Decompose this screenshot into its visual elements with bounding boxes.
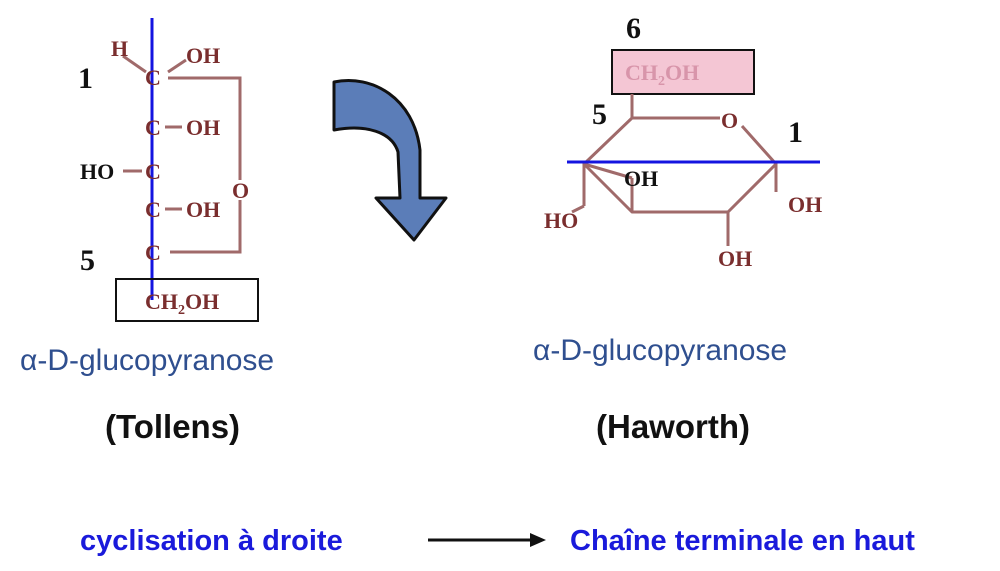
tollens-compound-name: α-D-glucopyranose <box>20 344 274 377</box>
haworth-ring-bonds <box>571 94 778 246</box>
haworth-c6-label: CH2OH <box>625 60 699 89</box>
tollens-projection-label: (Tollens) <box>105 408 240 445</box>
haworth-carbon-number-6: 6 <box>626 12 641 45</box>
tollens-c3-ho: HO <box>80 159 114 184</box>
tollens-c2: C <box>145 115 161 140</box>
tollens-c6-box <box>115 278 259 322</box>
haworth-c6-box <box>611 49 755 95</box>
haworth-ring-oxygen: O <box>721 108 738 133</box>
tollens-ring-oxygen: O <box>232 178 249 203</box>
tollens-c5: C <box>145 240 161 265</box>
haworth-carbon-number-1: 1 <box>788 116 803 149</box>
haworth-c2-oh: OH <box>718 246 752 271</box>
tollens-c4-oh: OH <box>186 197 220 222</box>
tollens-c1: C <box>145 65 161 90</box>
tollens-c4: C <box>145 197 161 222</box>
tollens-c3: C <box>145 159 161 184</box>
cyclisation-rule: cyclisation à droite Chaîne terminale en… <box>80 525 915 557</box>
tollens-c2-oh: OH <box>186 115 220 140</box>
haworth-projection-label: (Haworth) <box>596 408 750 445</box>
haworth-projection: CH2OH O OH HO OH OH 6 5 1 α-D-glucopyran… <box>533 12 822 445</box>
curved-down-arrow-icon <box>332 79 448 242</box>
haworth-c1-oh: OH <box>788 192 822 217</box>
haworth-carbon-number-5: 5 <box>592 98 607 131</box>
haworth-c4-oh-up: OH <box>624 166 658 191</box>
rule-left-text: cyclisation à droite <box>80 525 343 557</box>
haworth-compound-name: α-D-glucopyranose <box>533 334 787 367</box>
rule-right-text: Chaîne terminale en haut <box>570 525 915 557</box>
tollens-c1-h: H <box>111 36 128 61</box>
tollens-bonds <box>122 54 242 254</box>
haworth-c4-ho: HO <box>544 208 578 233</box>
tollens-carbon-number-5: 5 <box>80 244 95 277</box>
tollens-c1-oh: OH <box>186 43 220 68</box>
tollens-projection: H OH C C OH HO C C OH C O CH2OH 1 5 α-D-… <box>20 18 274 445</box>
tollens-carbon-number-1: 1 <box>78 62 93 95</box>
tollens-c6-label: CH2OH <box>145 289 219 318</box>
right-arrow-icon <box>428 533 546 547</box>
